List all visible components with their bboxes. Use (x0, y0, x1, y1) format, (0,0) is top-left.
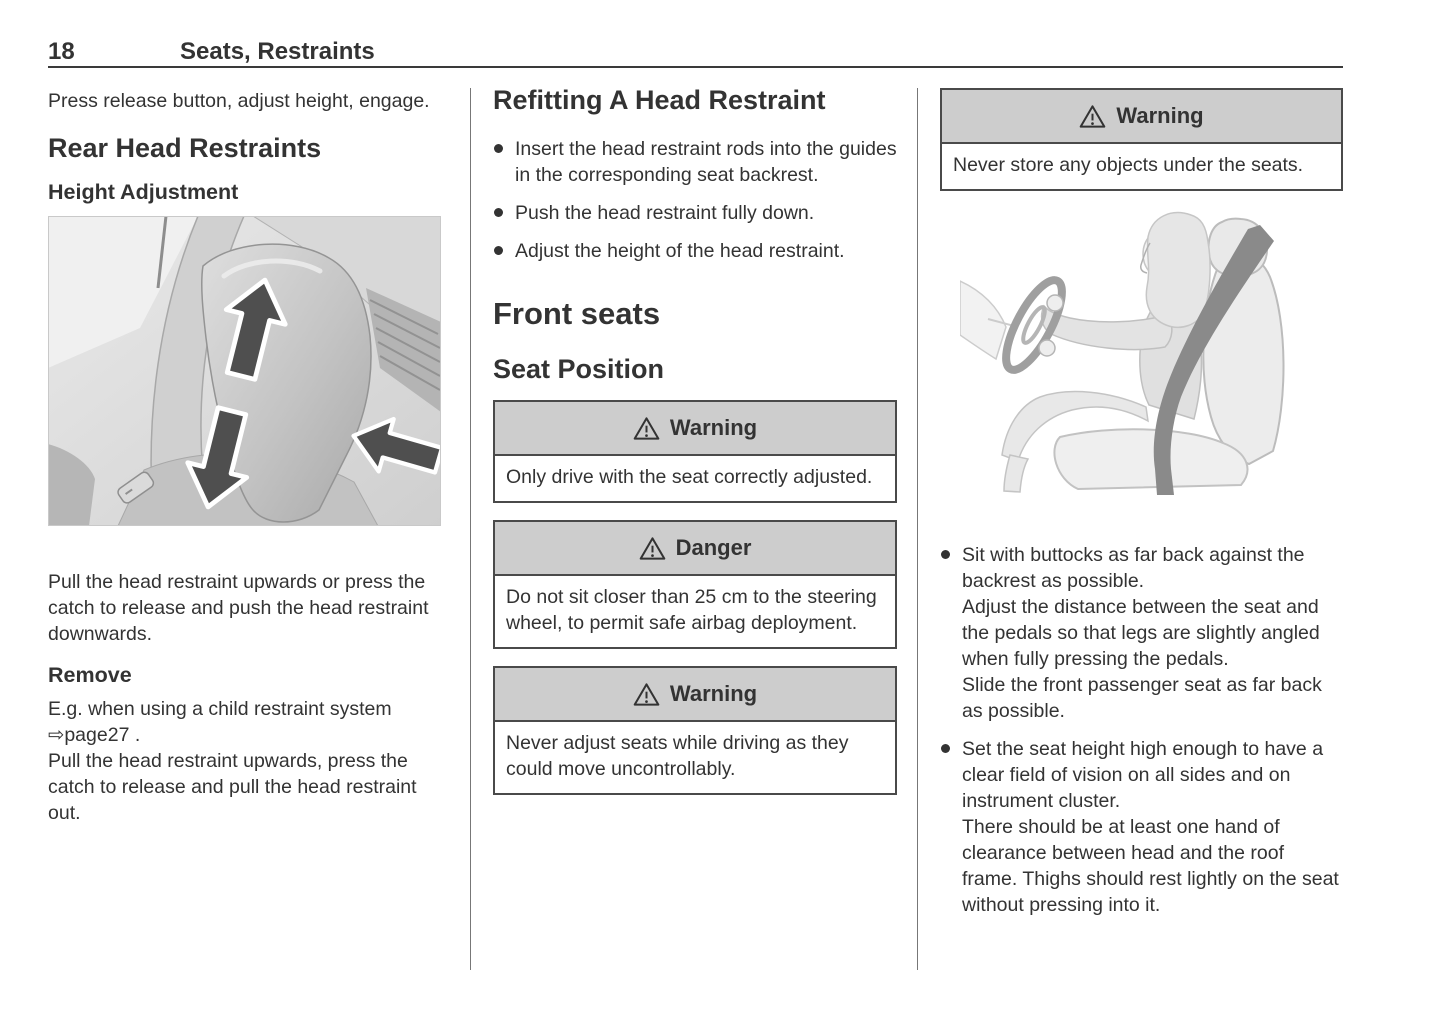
page-number: 18 (48, 38, 75, 65)
rear-head-restraint-illustration (48, 216, 441, 526)
heading-seat-position: Seat Position (493, 354, 665, 384)
bullet-text: Set the seat height high enough to have … (962, 738, 1339, 916)
danger-box-text: Do not sit closer than 25 cm to the stee… (506, 586, 877, 634)
warning-box-header: Warning (495, 668, 895, 722)
seating-position-illustration (960, 207, 1343, 495)
heading-rear-head-restraints: Rear Head Restraints (48, 133, 322, 163)
warning-triangle-icon (1080, 104, 1106, 128)
bullet-text: Sit with buttocks as far back against th… (962, 544, 1322, 722)
heading-remove: Remove (48, 663, 132, 687)
remove-paragraph-2: Pull the head restraint upwards, press t… (48, 750, 417, 824)
bullet-text: Adjust the height of the head restraint. (515, 240, 845, 262)
heading-height-adjustment: Height Adjustment (48, 180, 239, 204)
refitting-bullet-list: Insert the head restraint rods into the … (493, 136, 897, 264)
danger-box: Danger Do not sit closer than 25 cm to t… (493, 520, 897, 649)
bullet-text: Insert the head restraint rods into the … (515, 138, 897, 186)
list-item: Insert the head restraint rods into the … (493, 136, 897, 188)
left-column: Press release button, adjust height, eng… (48, 88, 441, 826)
list-item: Sit with buttocks as far back against th… (940, 542, 1343, 724)
remove-intro-text: E.g. when using a child restraint system (48, 698, 392, 720)
warning-box-title: Warning (669, 681, 758, 706)
warning-box-header: Warning (495, 402, 895, 456)
right-column: Warning Never store any objects under th… (940, 88, 1343, 918)
danger-box-title: Danger (675, 535, 752, 560)
warning-box-header: Warning (942, 90, 1341, 144)
bullet-marker (941, 550, 950, 559)
warning-box-title: Warning (669, 415, 758, 440)
warning-triangle-icon (633, 416, 660, 440)
header-rule (48, 66, 1343, 68)
remove-paragraph-1: E.g. when using a child restraint system… (48, 696, 441, 748)
page-reference: ⇨page27 . (48, 724, 141, 746)
list-item: Adjust the height of the head restraint. (493, 238, 897, 264)
warning-box-text: Only drive with the seat correctly adjus… (506, 466, 873, 488)
bullet-marker (941, 744, 950, 753)
bullet-text: Push the head restraint fully down. (515, 202, 815, 224)
danger-box-header: Danger (495, 522, 895, 576)
chapter-title: Seats, Restraints (180, 38, 375, 65)
heading-front-seats: Front seats (493, 296, 661, 331)
warning-box: Warning Never store any objects under th… (940, 88, 1343, 191)
warning-box-title: Warning (1116, 103, 1204, 128)
column-divider-2 (917, 88, 918, 970)
column-divider-1 (470, 88, 471, 970)
warning-box: Warning Never adjust seats while driving… (493, 666, 897, 795)
seating-bullet-list: Sit with buttocks as far back against th… (940, 542, 1343, 918)
warning-box: Warning Only drive with the seat correct… (493, 400, 897, 503)
middle-column: Refitting A Head Restraint Insert the he… (493, 84, 897, 795)
bullet-marker (494, 208, 503, 217)
list-item: Set the seat height high enough to have … (940, 736, 1343, 918)
warning-box-text: Never store any objects under the seats. (953, 154, 1304, 176)
bullet-marker (494, 144, 503, 153)
warning-triangle-icon (639, 536, 665, 560)
list-item: Push the head restraint fully down. (493, 200, 897, 226)
intro-paragraph: Press release button, adjust height, eng… (48, 90, 430, 112)
warning-triangle-icon (633, 682, 660, 706)
bullet-marker (494, 246, 503, 255)
warning-box-text: Never adjust seats while driving as they… (506, 732, 849, 780)
heading-refitting-head-restraint: Refitting A Head Restraint (493, 85, 826, 115)
adjust-paragraph: Pull the head restraint upwards or press… (48, 571, 429, 645)
